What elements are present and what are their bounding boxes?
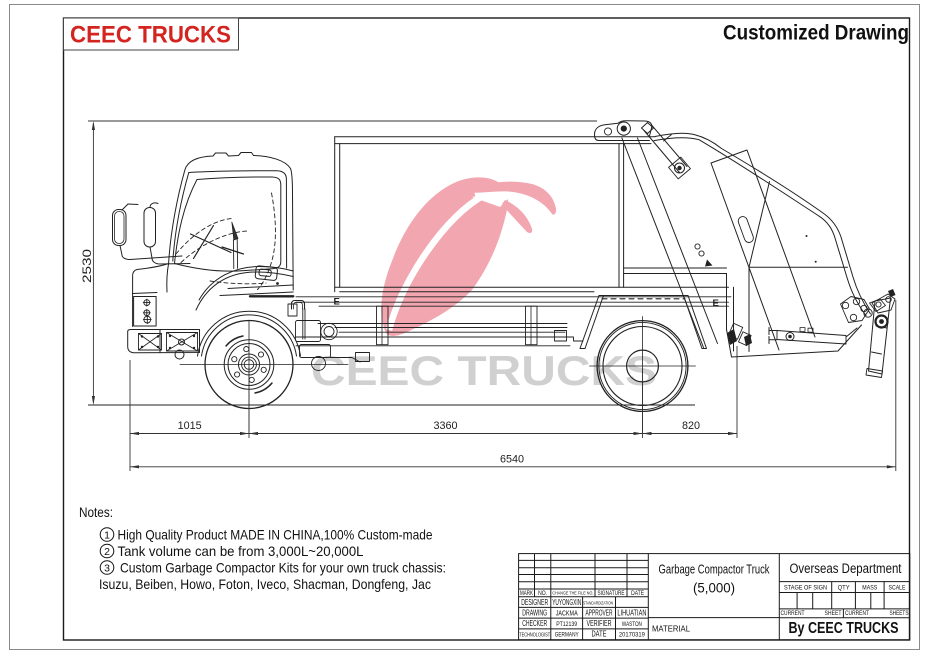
svg-text:By CEEC TRUCKS: By CEEC TRUCKS — [789, 620, 899, 637]
svg-text:APPROVER: APPROVER — [586, 608, 613, 617]
svg-text:YUYONGXIN: YUYONGXIN — [552, 598, 581, 607]
svg-text:GERMANY: GERMANY — [555, 632, 579, 639]
svg-text:MARK: MARK — [520, 590, 534, 597]
svg-text:DESIGNER: DESIGNER — [521, 598, 548, 607]
svg-text:E: E — [334, 297, 340, 308]
svg-text:SIGNATURE: SIGNATURE — [598, 590, 625, 597]
svg-text:CURRENT: CURRENT — [845, 610, 869, 617]
svg-text:(5,000): (5,000) — [693, 580, 735, 596]
svg-text:Tank volume can be from 3,000L: Tank volume can be from 3,000L~20,000L — [118, 544, 364, 559]
svg-text:STANDARDIZATION: STANDARDIZATION — [583, 600, 613, 605]
svg-text:3: 3 — [104, 563, 110, 575]
svg-text:DATE: DATE — [592, 630, 607, 639]
svg-text:DATE: DATE — [631, 590, 644, 597]
svg-text:Customized Drawing: Customized Drawing — [723, 21, 909, 45]
svg-text:LIHUATIAN: LIHUATIAN — [617, 608, 646, 617]
svg-text:2530: 2530 — [82, 249, 94, 283]
svg-text:DRAWING: DRAWING — [522, 608, 547, 617]
svg-text:Garbage Compactor Truck: Garbage Compactor Truck — [659, 563, 771, 577]
svg-text:NO.: NO. — [538, 590, 547, 597]
svg-text:PT12139: PT12139 — [556, 621, 577, 628]
svg-text:MATERIAL: MATERIAL — [652, 624, 690, 634]
svg-text:MASS: MASS — [862, 584, 877, 591]
svg-text:Custom Garbage Compactor Kits: Custom Garbage Compactor Kits for your o… — [120, 561, 446, 576]
svg-text:Isuzu, Beiben, Howo, Foton, Iv: Isuzu, Beiben, Howo, Foton, Iveco, Shacm… — [99, 577, 431, 592]
svg-text:E: E — [713, 298, 719, 309]
svg-text:CURRENT: CURRENT — [781, 610, 805, 617]
svg-text:TECHNOLOGIST: TECHNOLOGIST — [519, 633, 550, 639]
svg-text:Notes:: Notes: — [79, 505, 113, 520]
svg-text:JACKMA: JACKMA — [556, 610, 578, 617]
svg-text:CHANGE THE FILE NO.: CHANGE THE FILE NO. — [552, 591, 593, 596]
svg-text:2: 2 — [104, 546, 110, 558]
svg-text:WASTON: WASTON — [622, 621, 642, 628]
svg-text:SCALE: SCALE — [889, 584, 906, 591]
svg-text:CEEC TRUCKS: CEEC TRUCKS — [70, 22, 231, 49]
svg-text:VERIFIER: VERIFIER — [587, 619, 612, 628]
svg-text:QTY: QTY — [838, 584, 851, 591]
svg-text:1015: 1015 — [178, 420, 202, 432]
svg-text:1: 1 — [104, 530, 110, 542]
svg-text:High Quality Product MADE IN C: High Quality Product MADE IN CHINA,100% … — [118, 528, 433, 543]
svg-text:6540: 6540 — [500, 454, 524, 466]
svg-text:SHEETS: SHEETS — [890, 610, 909, 617]
svg-text:SHEET: SHEET — [825, 610, 842, 617]
svg-text:CHECKER: CHECKER — [522, 619, 547, 628]
svg-text:20170319: 20170319 — [619, 632, 645, 639]
svg-text:3360: 3360 — [433, 420, 457, 432]
svg-text:820: 820 — [682, 420, 700, 432]
svg-text:Overseas Department: Overseas Department — [790, 561, 902, 576]
svg-text:STAGE OF SIGN: STAGE OF SIGN — [784, 584, 827, 591]
